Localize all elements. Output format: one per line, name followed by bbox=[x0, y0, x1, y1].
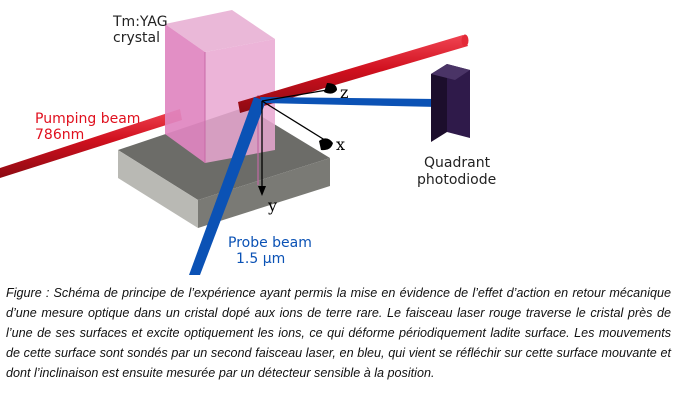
x-axis-arrowhead bbox=[319, 138, 333, 151]
y-axis-arrowhead bbox=[258, 186, 266, 196]
probe-beam-label-line1: Probe beam bbox=[228, 235, 312, 251]
probe-beam-incoming bbox=[189, 97, 266, 275]
z-axis-arrowhead bbox=[324, 83, 337, 94]
axes bbox=[258, 83, 337, 196]
base-left-face bbox=[118, 150, 198, 228]
z-axis-label: z bbox=[340, 83, 348, 102]
photodiode-side bbox=[431, 64, 447, 142]
x-axis-line bbox=[261, 100, 329, 143]
crystal-top-face bbox=[165, 10, 275, 52]
probe-beam-reflected bbox=[260, 97, 438, 107]
pumping-beam-label-line2: 786nm bbox=[35, 127, 84, 143]
pumping-beam-front bbox=[238, 35, 468, 113]
y-axis-label: y bbox=[267, 196, 277, 215]
pumping-beam-end bbox=[461, 34, 469, 47]
crystal-label-line2: crystal bbox=[113, 30, 160, 46]
crystal-left-face bbox=[165, 24, 205, 163]
x-axis-label: x bbox=[336, 135, 345, 154]
photodiode-top bbox=[431, 64, 470, 80]
quadrant-photodiode-label-line1: Quadrant bbox=[424, 155, 491, 171]
experiment-schematic: Tm:YAG crystal Pumping beam 786nm Probe … bbox=[0, 10, 496, 275]
crystal-label-line1: Tm:YAG bbox=[112, 14, 168, 30]
pumping-beam-label-line1: Pumping beam bbox=[35, 111, 140, 127]
base-front-face bbox=[198, 158, 330, 228]
photodiode-front bbox=[447, 64, 470, 138]
figure-caption: Figure : Schéma de principe de l’expérie… bbox=[6, 286, 671, 380]
pumping-beam-back bbox=[0, 109, 182, 178]
quadrant-photodiode bbox=[431, 64, 470, 142]
probe-beam-label-line2: 1.5 µm bbox=[236, 251, 285, 267]
crystal bbox=[165, 10, 275, 185]
z-axis-line bbox=[261, 88, 334, 102]
quadrant-photodiode-label-line2: photodiode bbox=[417, 172, 496, 188]
